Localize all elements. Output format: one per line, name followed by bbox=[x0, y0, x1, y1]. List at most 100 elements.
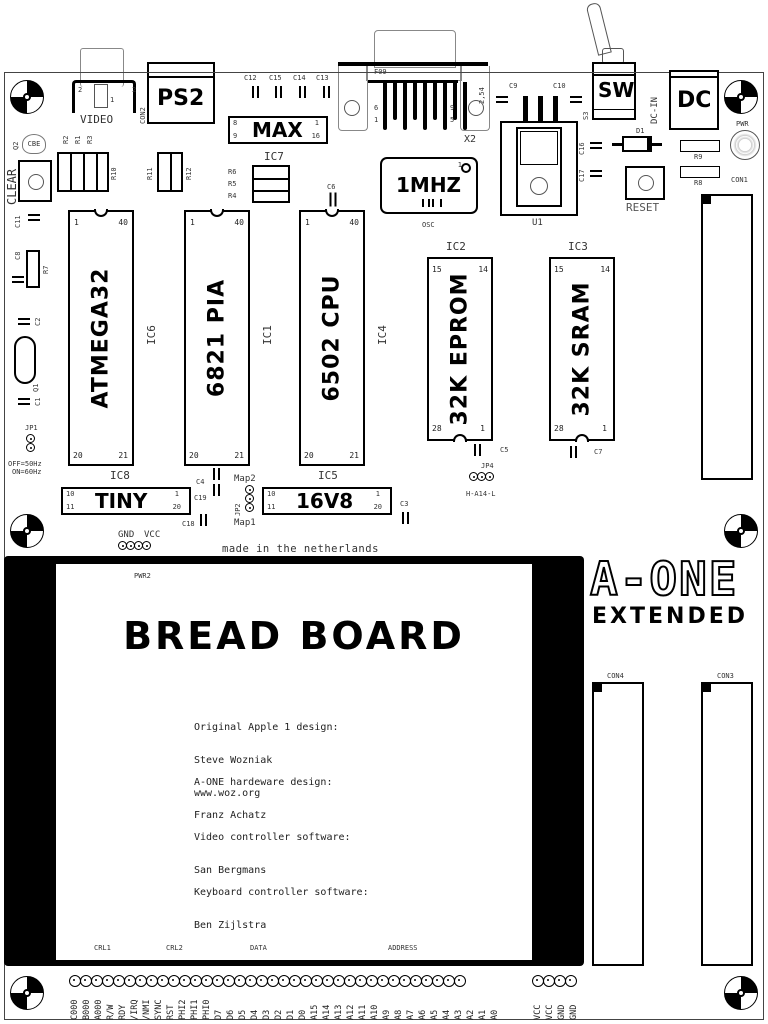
ic4-pin-21: 21 bbox=[349, 451, 359, 460]
max-pin-1: 1 bbox=[314, 119, 319, 127]
ic6-pin-40: 40 bbox=[118, 218, 128, 227]
pin-label: A5 bbox=[430, 1009, 440, 1020]
tiny-pin-1: 1 bbox=[174, 490, 179, 498]
c8-label: C8 bbox=[14, 251, 22, 260]
q2-transistor: CBE bbox=[22, 134, 46, 154]
c18-label: C18 bbox=[182, 520, 195, 528]
power-header[interactable] bbox=[118, 541, 151, 550]
oscillator: 1 1MHZ bbox=[380, 157, 478, 214]
credit-line-2a: Franz Achatz bbox=[194, 810, 267, 821]
clear-button[interactable] bbox=[18, 160, 52, 202]
c7-cap bbox=[570, 446, 577, 458]
jp4-jumper[interactable] bbox=[469, 472, 494, 481]
video-connector-frame bbox=[72, 80, 136, 113]
ic6-pin-1: 1 bbox=[74, 218, 79, 227]
pin-label: PHI2 bbox=[178, 999, 188, 1020]
c6-label: C6 bbox=[327, 183, 336, 191]
u1-label: U1 bbox=[532, 218, 543, 228]
pin-label: A9 bbox=[382, 1009, 392, 1020]
switch-label: SW bbox=[598, 78, 635, 102]
jp4-label: JP4 bbox=[481, 462, 494, 470]
con1-connector bbox=[701, 194, 753, 480]
credit-heading-3: Video controller software: bbox=[194, 832, 351, 843]
mount-hole-ml bbox=[10, 514, 44, 548]
c10-cap bbox=[570, 96, 582, 103]
jp1-jumper[interactable] bbox=[26, 434, 35, 452]
credit-line-1b: www.woz.org bbox=[194, 788, 261, 799]
q1-label: Q1 bbox=[32, 383, 40, 392]
pin-label: SYNC bbox=[154, 999, 164, 1020]
power-pin-header[interactable] bbox=[532, 975, 577, 987]
video-connector bbox=[80, 48, 124, 87]
pin-label: A1 bbox=[478, 1009, 488, 1020]
osc-label: 1MHZ bbox=[396, 173, 462, 197]
ic1-pin-40: 40 bbox=[234, 218, 244, 227]
credit-line-1a: Steve Wozniak bbox=[194, 755, 273, 766]
map2-label: Map2 bbox=[234, 474, 256, 484]
pin-label: /NMI bbox=[142, 999, 152, 1020]
max-pin-8: 8 bbox=[233, 119, 238, 127]
pwr-led bbox=[730, 130, 760, 160]
c16-label: C16 bbox=[578, 142, 586, 155]
mount-hole-mr bbox=[724, 514, 758, 548]
c11-cap bbox=[28, 214, 40, 221]
d1-label: D1 bbox=[636, 127, 645, 135]
r7-label: R7 bbox=[42, 265, 50, 274]
section-data: DATA bbox=[250, 944, 267, 952]
r6-label: R6 bbox=[228, 168, 237, 176]
r8-label: R8 bbox=[694, 179, 703, 187]
video-connector-pin bbox=[94, 84, 108, 108]
r12-label: R12 bbox=[185, 167, 193, 180]
pin-label: D7 bbox=[214, 1009, 224, 1020]
bus-pin-header[interactable] bbox=[69, 975, 466, 987]
pin-label: A13 bbox=[334, 1004, 344, 1020]
con4-label: CON4 bbox=[607, 672, 624, 680]
c7-label: C7 bbox=[594, 448, 603, 456]
pcb-outline bbox=[4, 72, 764, 1020]
jp1-note-50hz: OFF=50Hz bbox=[8, 460, 42, 468]
pin-label: A8 bbox=[394, 1009, 404, 1020]
c12-label: C12 bbox=[244, 74, 257, 82]
c19-label: C19 bbox=[194, 494, 207, 502]
vcc-label: VCC bbox=[144, 530, 161, 540]
c19-cap bbox=[213, 484, 220, 496]
resistor-array-r1-r3 bbox=[57, 152, 109, 192]
q2-label: Q2 bbox=[12, 141, 20, 150]
osc-ref: OSC bbox=[422, 221, 435, 229]
c16-cap bbox=[590, 142, 602, 149]
power-pin-label: GND bbox=[569, 1004, 579, 1020]
r9-label: R9 bbox=[694, 153, 703, 161]
power-switch[interactable]: SW bbox=[592, 62, 636, 120]
dc-jack: DC bbox=[669, 70, 719, 130]
pin-label: B000 bbox=[82, 999, 92, 1020]
db9-pin-5: 5 bbox=[450, 116, 455, 124]
ic3-pin-1: 1 bbox=[602, 424, 607, 433]
c4-cap bbox=[213, 468, 220, 480]
c15-label: C15 bbox=[269, 74, 282, 82]
tiny-pin-10: 10 bbox=[66, 490, 75, 498]
reset-button[interactable] bbox=[625, 166, 665, 200]
ic3-label: 32K SRAM bbox=[569, 281, 595, 417]
osc-pin-1: 1 bbox=[457, 161, 462, 169]
ic4-6502-cpu: 1 40 20 21 6502 CPU bbox=[299, 209, 365, 466]
tiny-pin-20: 20 bbox=[172, 503, 181, 511]
ic1-label: 6821 PIA bbox=[204, 278, 230, 398]
r2-label: R2 bbox=[62, 135, 70, 144]
jp2-jumper[interactable] bbox=[245, 485, 254, 512]
section-crl2: CRL2 bbox=[166, 944, 183, 952]
credit-line-3a: San Bergmans bbox=[194, 865, 267, 876]
ic4-pin-20: 20 bbox=[304, 451, 314, 460]
c2-cap bbox=[18, 318, 30, 325]
r3-label: R3 bbox=[86, 135, 94, 144]
resistor-stack-r4-r6 bbox=[252, 165, 290, 203]
c18-cap bbox=[200, 514, 207, 526]
ic3-pin-28: 28 bbox=[554, 424, 564, 433]
ic2-pin-1: 1 bbox=[480, 424, 485, 433]
c17-label: C17 bbox=[578, 169, 586, 182]
pin-label: A0 bbox=[490, 1009, 500, 1020]
ic1-ref: IC1 bbox=[261, 325, 274, 345]
jp1-label: JP1 bbox=[25, 424, 38, 432]
c14-cap bbox=[299, 86, 306, 98]
pin-label: PHI0 bbox=[202, 999, 212, 1020]
ic4-pin-1: 1 bbox=[305, 218, 310, 227]
